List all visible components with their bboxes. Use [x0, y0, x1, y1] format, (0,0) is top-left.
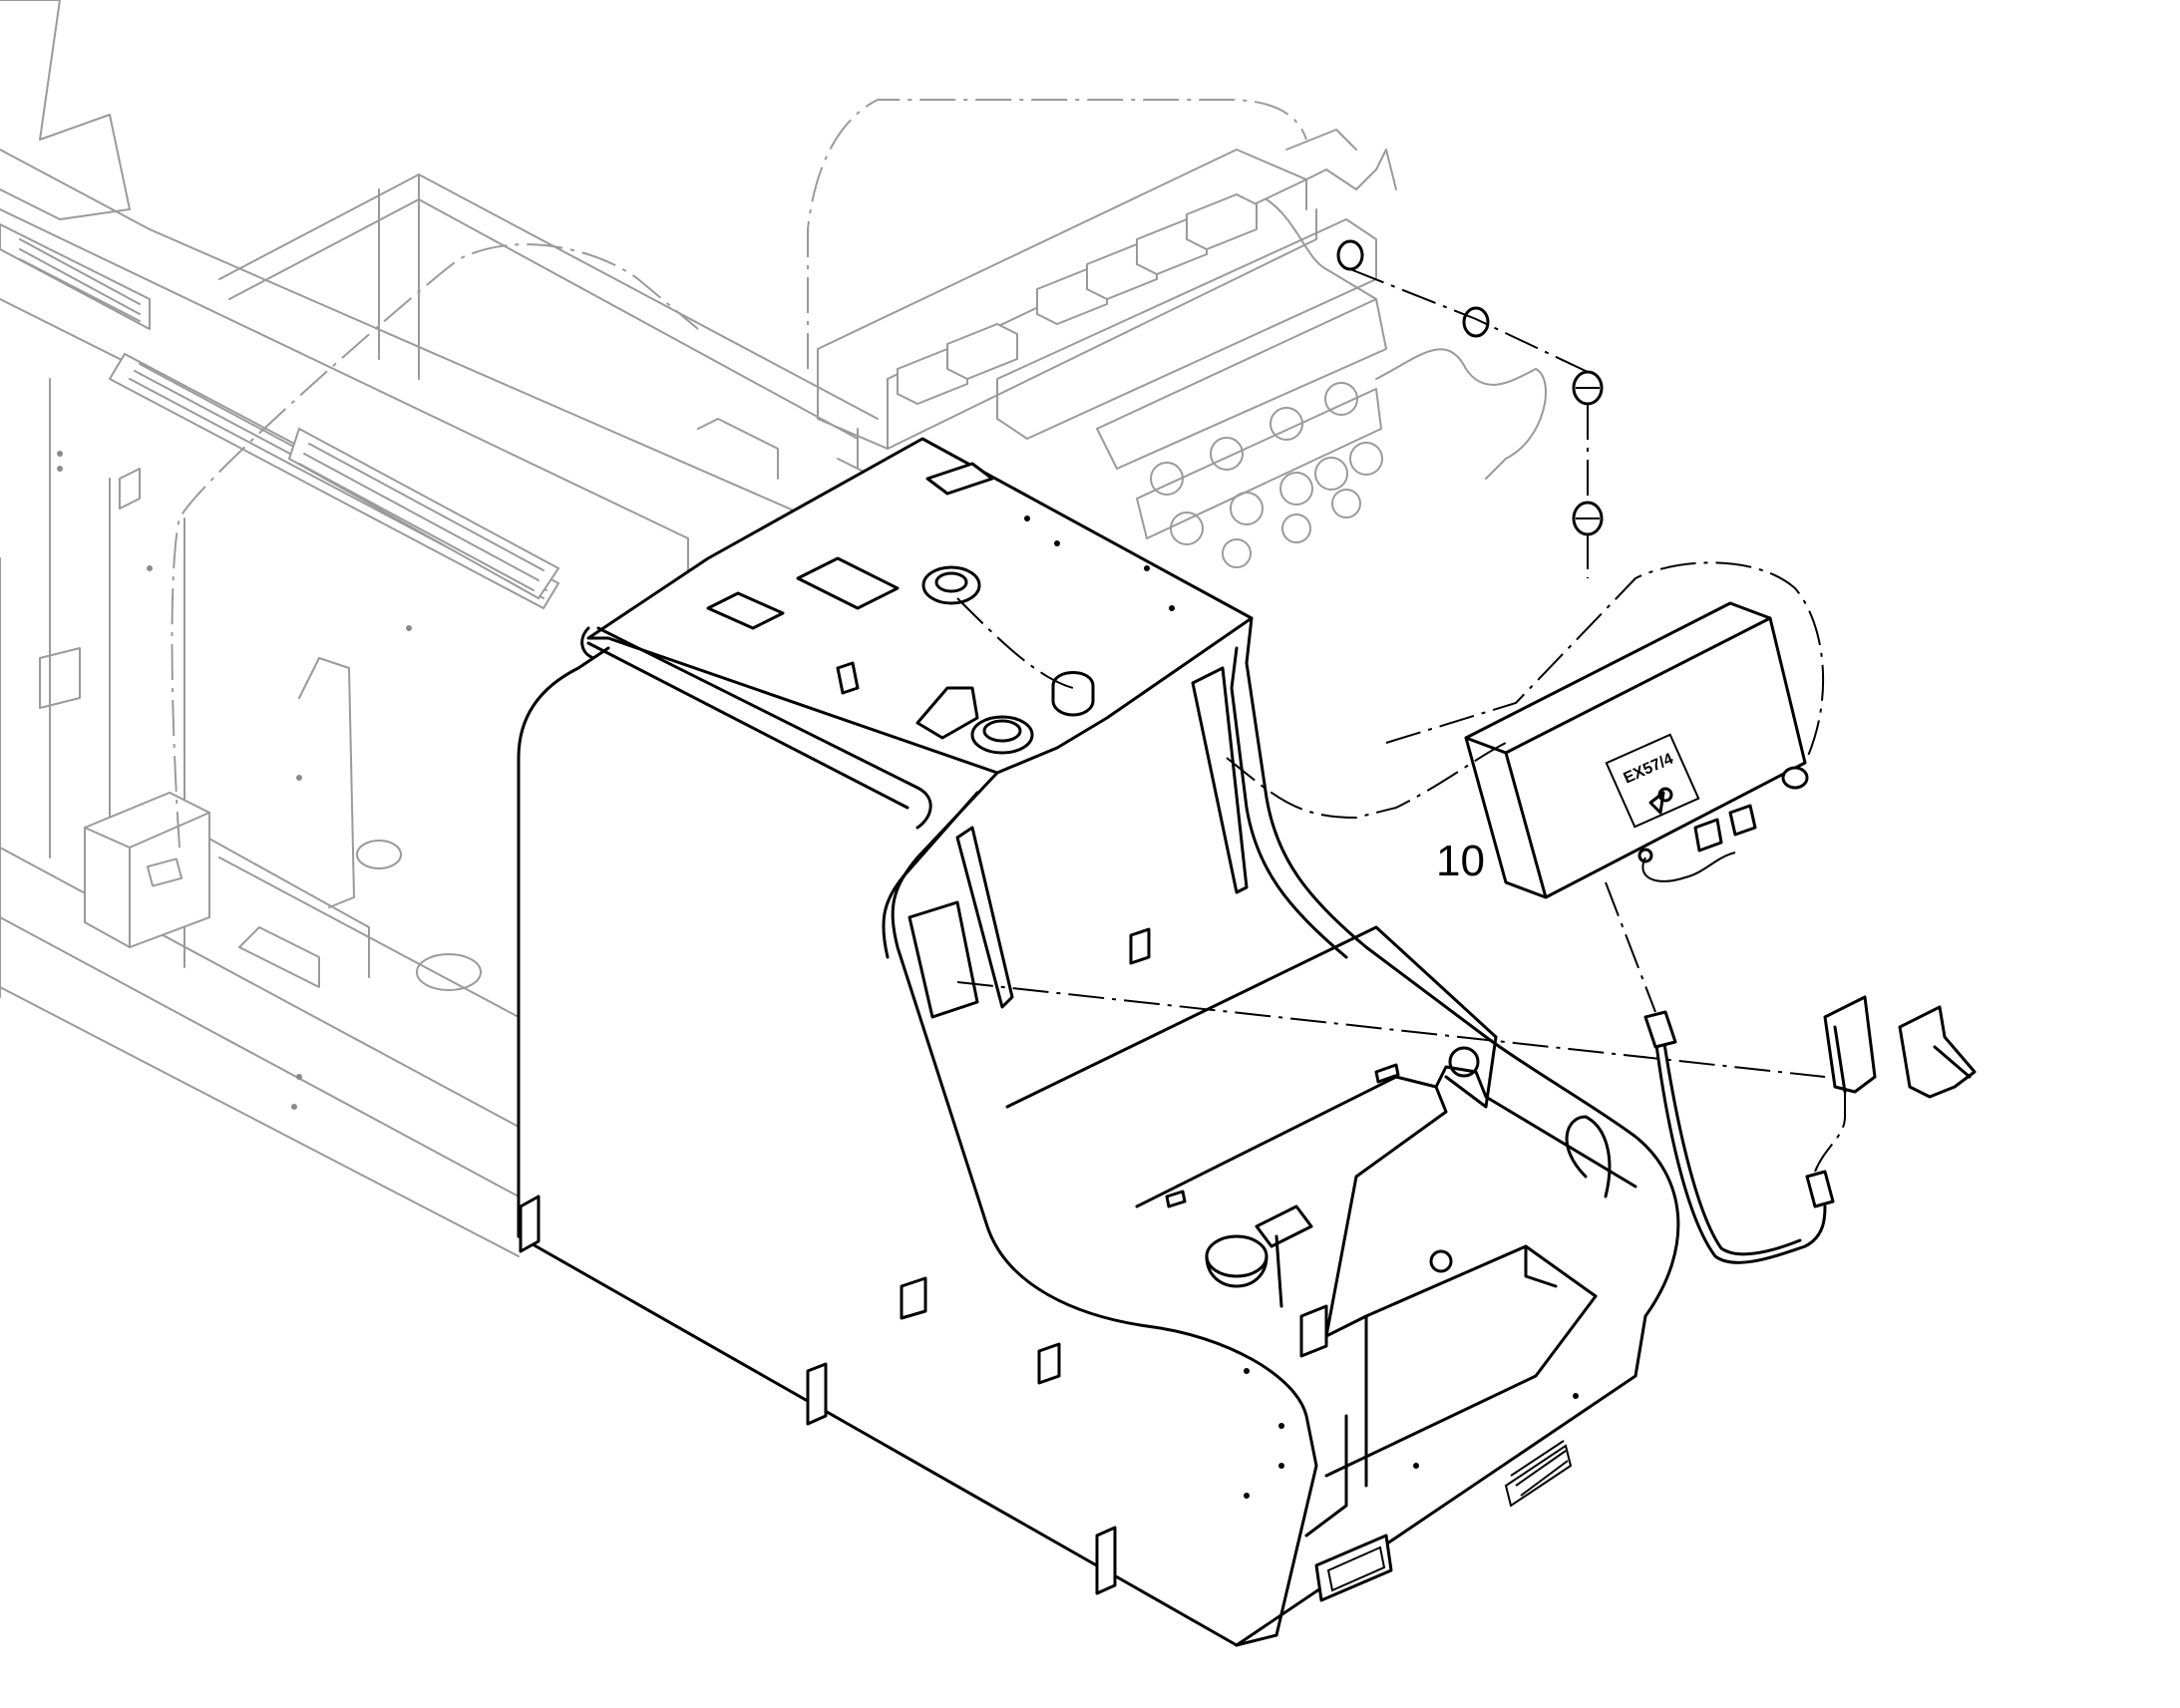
frame-bolts: [57, 451, 412, 1110]
mounting-pads: [519, 927, 1400, 1595]
grille-strip-upper: [0, 223, 151, 330]
console-housing: [517, 437, 1680, 1647]
background-machine-frame: [0, 0, 879, 1257]
grommets: [1336, 239, 1604, 536]
vent-grille: [1504, 1440, 1573, 1508]
control-box[interactable]: EX57/4: [1464, 601, 1809, 899]
callout-label-10: 10: [1436, 837, 1485, 885]
housing-bolts: [1024, 515, 1579, 1499]
valve-ports: [1150, 382, 1383, 568]
assembly-leader-lines: [171, 99, 1846, 1173]
rear-junction-box: [84, 791, 210, 949]
wiring-harness: [1643, 995, 1977, 1264]
hydraulic-valve-block: [697, 129, 1547, 568]
grille-strip-lower: [108, 352, 560, 610]
